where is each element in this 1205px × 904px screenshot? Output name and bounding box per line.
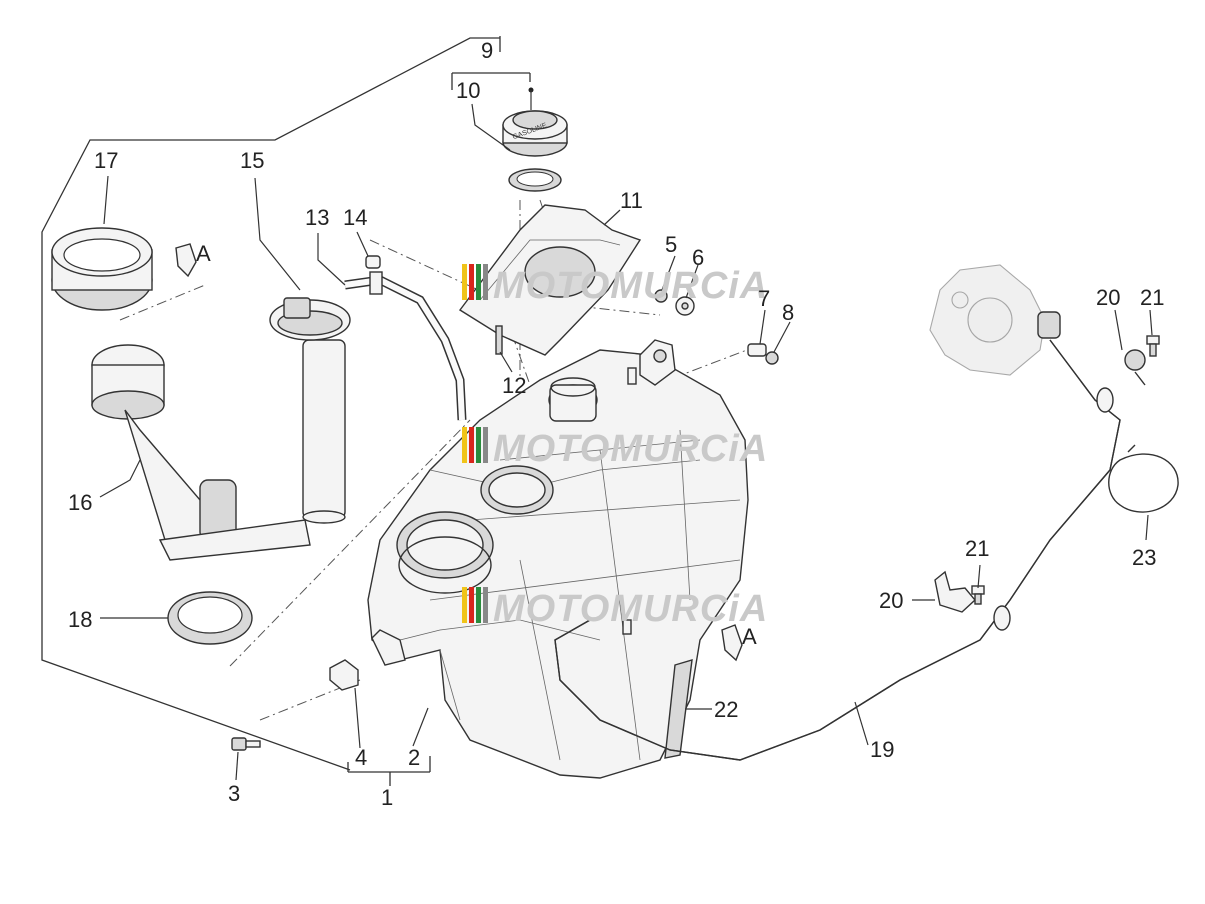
fuel-tank [367, 339, 749, 779]
fuel-cap: GASOLINE [502, 110, 568, 157]
leader-lines [99, 87, 1153, 781]
screw-12 [495, 325, 503, 355]
watermark-3: MOTOMURCiA [462, 587, 768, 630]
hose-clamp-lower [934, 570, 976, 613]
label-12: 12 [502, 373, 526, 398]
label-21-lower: 21 [965, 536, 989, 561]
label-4: 4 [355, 745, 367, 770]
watermark-text-1: MOTOMURCiA [493, 265, 768, 307]
bolt-3 [231, 737, 261, 751]
label-11: 11 [620, 188, 643, 213]
section-arrow-a-upper [175, 243, 197, 278]
fuel-pump-assembly [91, 344, 311, 561]
label-18: 18 [68, 607, 92, 632]
fuel-pump-ring-nut [51, 227, 153, 311]
group-bracket-1 [347, 756, 431, 786]
spacer-7 [747, 343, 767, 357]
label-10: 10 [456, 78, 480, 103]
hose-clamp-upper [1124, 349, 1146, 386]
label-16: 16 [68, 490, 92, 515]
label-ref-a-upper: A [196, 241, 211, 266]
part-labels: 9 10 17 15 13 14 11 5 6 7 8 12 16 18 20 … [68, 38, 1164, 810]
cap-gasket [508, 168, 562, 192]
label-1: 1 [381, 785, 393, 810]
filler-cover [458, 204, 642, 356]
label-23: 23 [1132, 545, 1156, 570]
label-19: 19 [870, 737, 894, 762]
label-ref-a-lower: A [742, 624, 757, 649]
nut-8 [765, 351, 779, 365]
label-8: 8 [782, 300, 794, 325]
label-7: 7 [758, 286, 770, 311]
label-5: 5 [665, 232, 677, 257]
watermark-text-2: MOTOMURCiA [493, 428, 768, 470]
watermark-text-3: MOTOMURCiA [493, 588, 768, 630]
throttle-body-reference [929, 264, 1061, 376]
label-6: 6 [692, 245, 704, 270]
label-20-upper: 20 [1096, 285, 1120, 310]
protection-strip [664, 659, 693, 759]
label-13: 13 [305, 205, 329, 230]
fuel-pump-gasket [167, 591, 253, 645]
label-21-upper: 21 [1140, 285, 1164, 310]
label-14: 14 [343, 205, 367, 230]
vent-hose [344, 271, 467, 421]
label-15: 15 [240, 148, 264, 173]
label-3: 3 [228, 781, 240, 806]
watermark-1: MOTOMURCiA [462, 264, 768, 307]
speed-nut-4 [329, 659, 359, 691]
breather-hose [554, 339, 1121, 761]
section-arrow-a-lower [721, 624, 743, 662]
fuel-level-sensor [269, 297, 351, 524]
watermark-2: MOTOMURCiA [462, 427, 768, 470]
group-bracket-9 [41, 36, 531, 771]
nut-6 [675, 296, 695, 316]
label-17: 17 [94, 148, 118, 173]
label-20-lower: 20 [879, 588, 903, 613]
clamp-14 [365, 255, 381, 269]
label-9: 9 [481, 38, 493, 63]
fastener-5 [654, 289, 668, 303]
hose-clip-ring [1108, 444, 1179, 513]
label-22: 22 [714, 697, 738, 722]
label-2: 2 [408, 745, 420, 770]
screw-21-upper [1146, 335, 1160, 357]
